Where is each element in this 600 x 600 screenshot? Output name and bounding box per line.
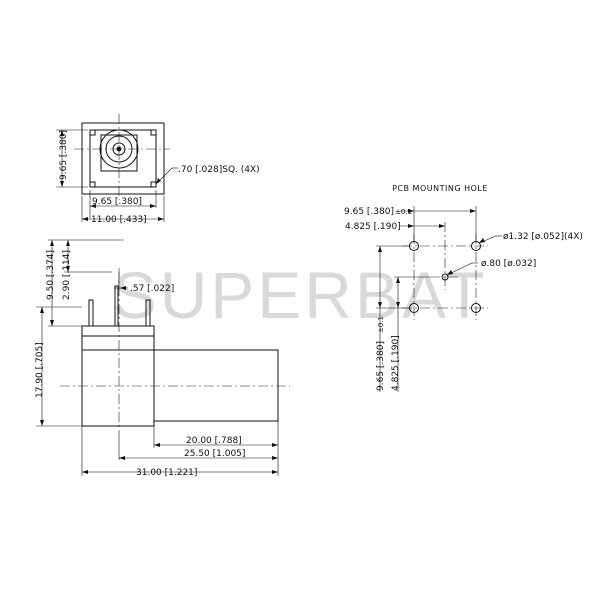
- pcb-x-outer-label: 9.65 [.380]: [344, 207, 394, 217]
- side-barrel: [154, 349, 279, 422]
- front-view: 9.65 [.380] .70 [.028]SQ. (4X) 9.65 [.38…: [56, 114, 260, 225]
- pcb-y-outer-tol: ±0.1: [377, 316, 385, 333]
- side-height-label: 17.90 [.705]: [35, 342, 45, 398]
- pcb-hole-small-label: ø.80 [ø.032]: [481, 259, 536, 269]
- side-body: [81, 349, 155, 427]
- side-pin-label: .57 [.022]: [130, 284, 174, 294]
- pcb-hole-large-label: ø1.32 [ø.052](4X): [503, 232, 583, 242]
- front-width-outer-label: 11.00 [.433]: [91, 215, 147, 225]
- front-pin-label: .70 [.028]SQ. (4X): [178, 165, 260, 175]
- pcb-x-inner-label: 4.825 [.190]: [345, 222, 401, 232]
- pcb-y-outer-label: 9.65 [.380]: [376, 341, 386, 391]
- front-width-inner-label: 9.65 [.380]: [92, 197, 142, 207]
- pcb-layout: PCB MOUNTING HOLE 9.65 [.380] ±0.1 4.825…: [344, 184, 583, 392]
- front-flange-inner: [89, 129, 157, 188]
- watermark: SUPERBAT: [113, 258, 488, 332]
- side-h2-label: 2.90 [.114]: [62, 250, 72, 300]
- side-l3-label: 31.00 [1.221]: [136, 468, 197, 478]
- front-flange-outline: [81, 122, 165, 195]
- front-pin-tr: [150, 129, 157, 136]
- side-pin-left: [88, 299, 94, 327]
- side-l2-label: 25.50 [1.005]: [184, 449, 245, 459]
- side-upper-body: [81, 335, 155, 351]
- front-height-label: 9.65 [.380]: [59, 130, 69, 180]
- pcb-title: PCB MOUNTING HOLE: [392, 184, 488, 193]
- side-l1-label: 20.00 [.788]: [186, 436, 242, 446]
- pcb-x-outer-tol: ±0.1: [395, 208, 412, 216]
- front-pin-tl: [89, 129, 96, 136]
- pcb-y-inner-label: 4.825 [.190]: [391, 335, 401, 391]
- front-pin-bl: [89, 181, 96, 188]
- side-h1-label: 9.50 [.374]: [46, 250, 56, 300]
- side-view: 9.50 [.374] 2.90 [.114] .57 [.022] 17.90…: [35, 239, 290, 478]
- front-pin-br: [150, 181, 157, 188]
